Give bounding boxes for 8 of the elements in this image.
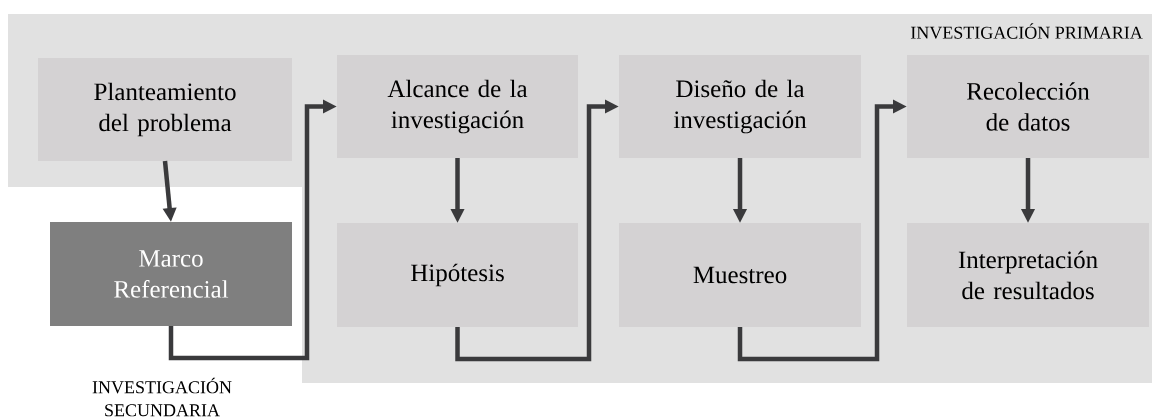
process-box: Marco Referencial bbox=[50, 222, 292, 326]
process-box: Planteamiento del problema bbox=[38, 58, 292, 161]
process-box: Interpretación de resultados bbox=[907, 223, 1149, 327]
process-box: Diseño de la investigación bbox=[619, 55, 861, 158]
process-box: Alcance de la investigación bbox=[337, 55, 578, 158]
process-box: Hipótesis bbox=[337, 223, 578, 327]
process-box: Recolección de datos bbox=[907, 55, 1149, 158]
process-box: Muestreo bbox=[619, 223, 861, 327]
